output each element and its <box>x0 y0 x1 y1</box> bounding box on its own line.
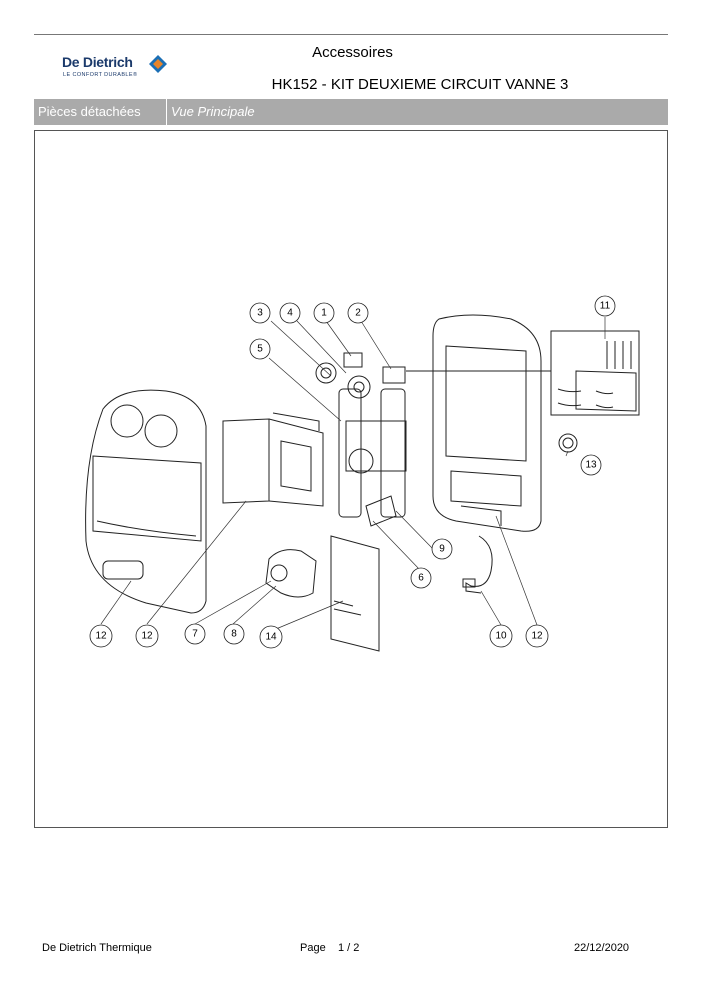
svg-text:9: 9 <box>439 544 445 555</box>
callout-1: 1 <box>313 302 335 324</box>
callout-14: 14 <box>259 625 283 649</box>
diagram-frame: 3 4 1 2 5 11 13 9 6 12 12 7 8 14 10 12 <box>34 130 668 828</box>
brand-name: De Dietrich <box>62 54 133 70</box>
svg-text:13: 13 <box>585 460 597 471</box>
footer-company: De Dietrich Thermique <box>42 942 152 954</box>
header-rule <box>34 34 668 35</box>
callout-12b: 12 <box>135 624 159 648</box>
page-title: Accessoires <box>312 44 393 61</box>
footer-page: Page 1 / 2 <box>300 942 359 954</box>
footer-page-number: 1 / 2 <box>337 942 360 954</box>
svg-text:6: 6 <box>418 573 424 584</box>
callout-8: 8 <box>223 623 245 645</box>
footer-date: 22/12/2020 <box>574 942 630 954</box>
brand-tagline: LE CONFORT DURABLE® <box>63 72 138 78</box>
section-bar: Pièces détachées Vue Principale <box>34 99 668 125</box>
svg-text:8: 8 <box>231 629 237 640</box>
callout-13: 13 <box>580 454 602 476</box>
brand-diamond-icon <box>149 55 167 73</box>
section-tab: Pièces détachées <box>34 99 167 125</box>
callout-9: 9 <box>431 538 453 560</box>
svg-text:5: 5 <box>257 344 263 355</box>
callout-12a: 12 <box>89 624 113 648</box>
sensor-cable-part <box>465 535 493 594</box>
callout-12c: 12 <box>525 624 549 648</box>
svg-text:11: 11 <box>600 301 611 312</box>
footer-page-label: Page <box>300 942 326 954</box>
svg-text:12: 12 <box>141 631 153 642</box>
section-tab-label: Pièces détachées <box>38 104 141 119</box>
svg-text:4: 4 <box>287 308 293 319</box>
mounting-bracket-part <box>222 418 270 504</box>
svg-text:12: 12 <box>531 631 543 642</box>
page-subtitle: HK152 - KIT DEUXIEME CIRCUIT VANNE 3 <box>271 76 569 93</box>
svg-text:7: 7 <box>192 629 198 640</box>
svg-text:14: 14 <box>265 632 277 643</box>
svg-text:2: 2 <box>355 308 361 319</box>
svg-text:10: 10 <box>495 631 507 642</box>
callout-10: 10 <box>489 624 513 648</box>
callout-7: 7 <box>184 623 206 645</box>
actuator-motor-part <box>265 549 317 598</box>
brand-logo: De Dietrich LE CONFORT DURABLE® <box>62 54 172 84</box>
callout-4: 4 <box>279 302 301 324</box>
svg-text:1: 1 <box>321 308 327 319</box>
pump-body-part <box>338 388 362 518</box>
svg-text:12: 12 <box>95 631 107 642</box>
callout-5: 5 <box>249 338 271 360</box>
manual-booklet-part <box>330 535 380 652</box>
callout-11: 11 <box>594 295 616 317</box>
callout-3: 3 <box>249 302 271 324</box>
section-view-label: Vue Principale <box>171 104 255 119</box>
exploded-view-drawing: 3 4 1 2 5 11 13 9 6 12 12 7 8 14 10 12 <box>85 295 640 652</box>
callout-6: 6 <box>410 567 432 589</box>
back-housing-part <box>432 314 542 532</box>
front-cover-part <box>85 389 207 614</box>
callout-2: 2 <box>347 302 369 324</box>
svg-text:3: 3 <box>257 308 263 319</box>
